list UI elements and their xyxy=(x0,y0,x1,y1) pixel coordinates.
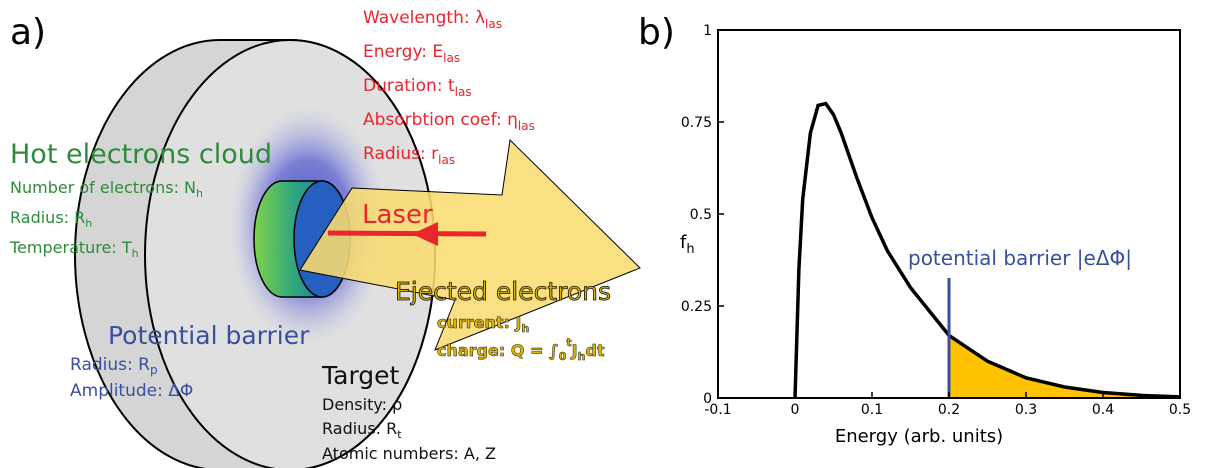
y-tick-label: 1 xyxy=(703,23,712,39)
target-atomic-numbers: Atomic numbers: A, Z xyxy=(322,444,496,463)
y-tick-label: 0.75 xyxy=(681,115,712,131)
x-tick-label: 0.5 xyxy=(1169,402,1191,418)
laser-label: Laser xyxy=(362,200,433,230)
potential-barrier-parameters: Potential barrier Radius: Rp Amplitude: … xyxy=(70,321,310,401)
panel-a-label: a) xyxy=(10,12,46,53)
hot-electrons-radius: Radius: Rh xyxy=(10,208,92,230)
target-radius: Radius: Rt xyxy=(322,419,402,441)
laser-duration: Duration: tlas xyxy=(363,76,472,99)
laser-energy: Energy: Elas xyxy=(363,42,460,65)
laser-absorption: Absorbtion coef: ηlas xyxy=(363,110,535,133)
y-tick-label: 0.25 xyxy=(681,299,712,315)
laser-direction-arrow xyxy=(327,222,487,246)
hot-electrons-title: Hot electrons cloud xyxy=(10,139,272,170)
x-tick-label: 0.3 xyxy=(1015,402,1037,418)
laser-line xyxy=(327,230,487,237)
laser-arrow xyxy=(299,138,641,351)
laser-wavelength: Wavelength: λlas xyxy=(363,8,502,31)
target-parameters: Target Density: ρ Radius: Rt Atomic numb… xyxy=(321,361,496,463)
shaded-area xyxy=(949,335,1180,398)
x-tick-label: 0.2 xyxy=(938,402,960,418)
hot-electrons-temperature: Temperature: Th xyxy=(9,238,139,260)
laser-parameters: Wavelength: λlas Energy: Elas Duration: … xyxy=(363,8,535,167)
potential-amplitude: Amplitude: ΔΦ xyxy=(70,381,193,401)
y-ticks: 0 0.25 0.5 0.75 1 xyxy=(681,23,724,407)
target-density: Density: ρ xyxy=(322,395,402,414)
ejected-current: current: Jh xyxy=(437,313,529,335)
hot-electrons-parameters: Hot electrons cloud Number of electrons:… xyxy=(9,139,272,260)
x-tick-label: 0.1 xyxy=(861,402,883,418)
panel-a: a) Wavelength: λlas Energy: Elas Duratio… xyxy=(9,8,641,468)
y-tick-label: 0 xyxy=(703,391,712,407)
potential-title: Potential barrier xyxy=(108,321,310,350)
x-axis-label: Energy (arb. units) xyxy=(835,426,1003,447)
x-tick-label: 0.4 xyxy=(1092,402,1114,418)
target-title: Target xyxy=(321,361,400,390)
ejected-charge: charge: Q = ∫0tJhdt xyxy=(437,336,605,363)
barrier-annotation: potential barrier |eΔΦ| xyxy=(908,246,1132,270)
y-tick-label: 0.5 xyxy=(690,207,712,223)
laser-radius: Radius: rlas xyxy=(363,144,455,167)
x-tick-label: -0.1 xyxy=(704,402,731,418)
ejected-parameters: current: Jh charge: Q = ∫0tJhdt xyxy=(437,313,605,364)
panel-b-label: b) xyxy=(638,12,675,53)
potential-radius: Radius: Rp xyxy=(70,355,158,377)
y-axis-label: fh xyxy=(680,232,695,257)
x-tick-label: 0 xyxy=(791,402,800,418)
hot-electrons-number: Number of electrons: Nh xyxy=(10,178,203,200)
ejected-title: Ejected electrons xyxy=(395,277,611,306)
laser-arrowhead xyxy=(412,222,438,246)
distribution-curve xyxy=(793,101,1181,399)
